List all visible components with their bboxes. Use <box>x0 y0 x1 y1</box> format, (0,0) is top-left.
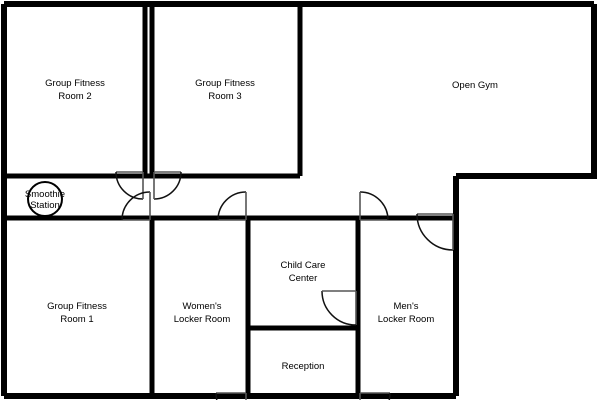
door-mens-locker-top <box>359 191 389 221</box>
door-room3-to-corridor <box>153 171 182 200</box>
room-label-open-gym: Open Gym <box>452 80 498 91</box>
door-mens-locker-bottom <box>359 392 391 400</box>
door-open-gym-to-corridor-arc <box>416 213 454 251</box>
door-child-care-to-mens <box>321 290 357 326</box>
door-room1-to-corridor <box>121 191 151 221</box>
door-womens-locker-top <box>217 191 247 221</box>
door-mens-locker-bottom-arc <box>388 392 391 400</box>
doors-group <box>115 171 454 400</box>
smoothie-station-shape <box>27 181 63 217</box>
door-child-care-to-mens-arc <box>321 290 357 326</box>
door-room1-to-corridor-arc <box>121 191 151 221</box>
door-room2-to-corridor <box>115 171 144 200</box>
room-label-reception: Reception <box>282 361 325 372</box>
door-room3-to-corridor-arc <box>153 171 182 200</box>
door-mens-locker-top-arc <box>359 191 389 221</box>
door-womens-locker-top-arc <box>217 191 247 221</box>
door-open-gym-to-corridor <box>416 213 454 251</box>
door-room2-to-corridor-arc <box>115 171 144 200</box>
door-womens-locker-bottom-arc <box>215 392 218 400</box>
door-womens-locker-bottom <box>215 392 247 400</box>
inner-walls-group <box>4 4 456 396</box>
